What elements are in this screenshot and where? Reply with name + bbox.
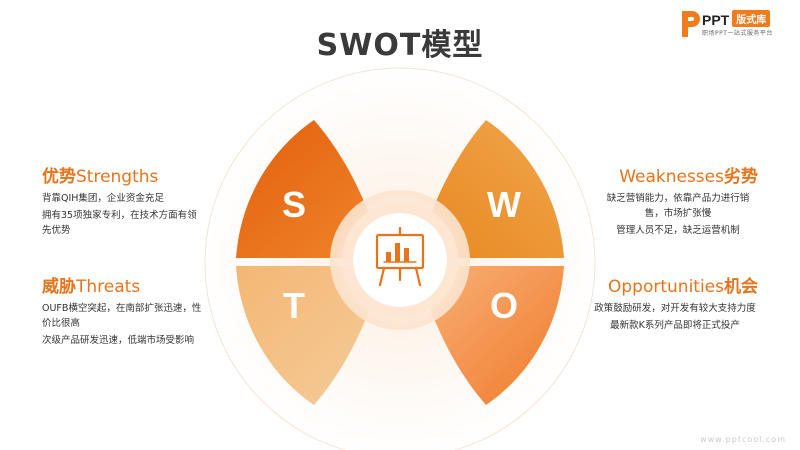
presentation-board-chart-icon: [375, 226, 425, 287]
threats-heading: 威胁Threats: [42, 277, 141, 297]
threats-block: 威胁Threats OUFB横空突起，在南部扩张迅速，性价比很高 次级产品研发迅…: [42, 272, 202, 348]
strengths-block: 优势Strengths 背靠QIH集团，企业资金充足 拥有35项独家专利，在技术…: [42, 162, 202, 238]
opportunities-block: Opportunities机会 政策鼓励研发，对开发有较大支持力度 最新款K系列…: [592, 272, 758, 333]
logo-slogan: 职场PPT一站式服务平台: [702, 30, 773, 37]
watermark: www.pptcool.com: [700, 435, 786, 444]
logo-brand: PPT: [702, 12, 730, 28]
strengths-line: 拥有35项独家专利，在技术方面有领先优势: [42, 210, 197, 236]
strengths-line: 背靠QIH集团，企业资金充足: [42, 193, 164, 204]
weaknesses-heading: Weaknesses劣势: [619, 167, 758, 187]
logo-tag: 版式库: [732, 10, 771, 27]
strengths-heading: 优势Strengths: [42, 167, 159, 187]
weaknesses-line: 缺乏营销能力，依靠产品力进行销售，市场扩张慢: [606, 193, 750, 219]
threats-line: 次级产品研发迅速，低端市场受影响: [42, 335, 195, 346]
background-circle-outline: [204, 67, 596, 450]
weaknesses-block: Weaknesses劣势 缺乏营销能力，依靠产品力进行销售，市场扩张慢 管理人员…: [598, 162, 758, 238]
opportunities-line: 政策鼓励研发，对开发有较大支持力度: [594, 303, 756, 314]
s-letter: S: [282, 184, 306, 225]
ppt-logo-icon: [682, 11, 700, 37]
opportunities-heading: Opportunities机会: [608, 277, 758, 297]
o-letter: O: [490, 285, 518, 326]
page-title: SWOT模型: [316, 28, 484, 63]
w-letter: W: [487, 184, 521, 225]
threats-line: OUFB横空突起，在南部扩张迅速，性价比很高: [42, 303, 202, 329]
weaknesses-line: 管理人员不足，缺乏运营机制: [616, 225, 740, 236]
opportunities-line: 最新款K系列产品即将正式投产: [610, 320, 740, 331]
t-letter: T: [283, 285, 305, 326]
